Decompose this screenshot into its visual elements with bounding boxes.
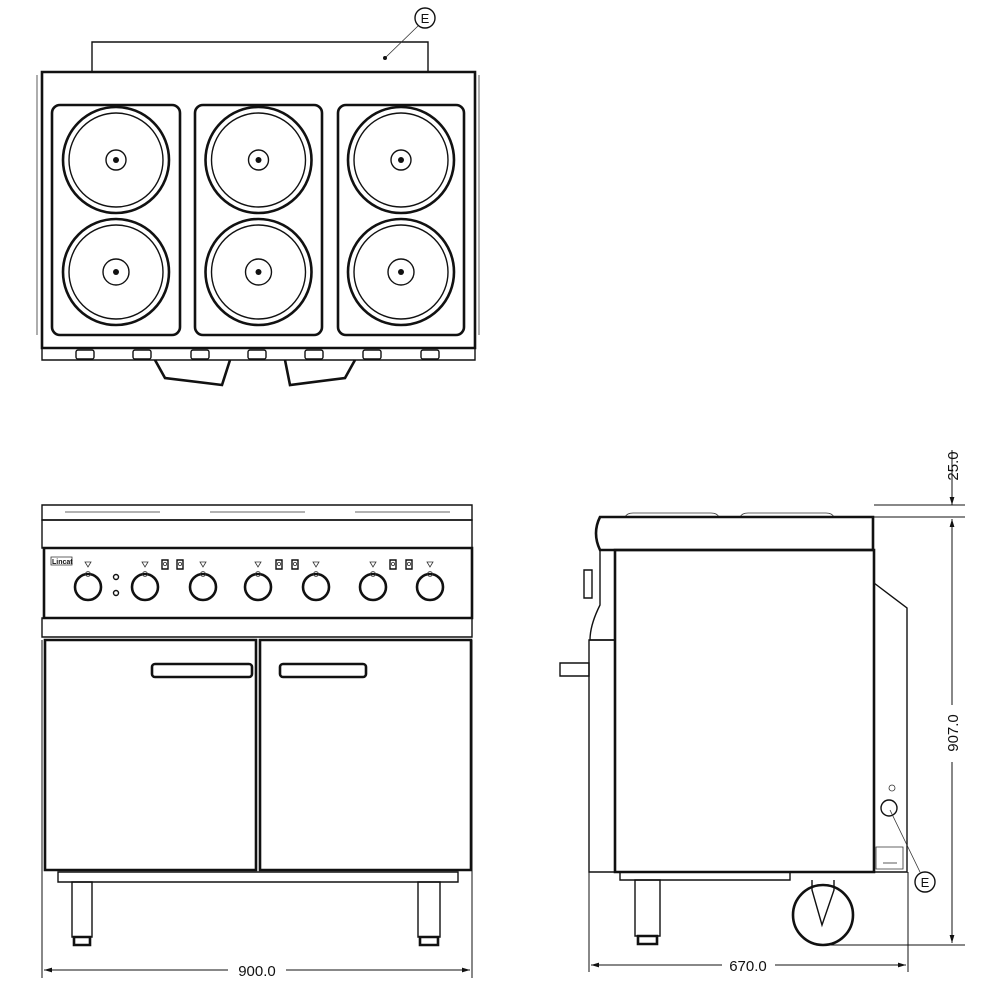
knob-top [133,350,151,359]
hob-panel [52,105,180,335]
hob-panel [338,105,464,335]
knob-top [305,350,323,359]
side-door-handle [560,663,589,676]
knob-top [76,350,94,359]
left-door-handle [152,664,252,677]
front-left-leg [72,882,92,937]
front-right-leg [418,882,440,937]
indicator-switch [390,560,396,569]
knob-top [363,350,381,359]
side-door [589,640,615,872]
right-door-handle [280,664,366,677]
knob-top [248,350,266,359]
indicator-light [114,575,119,580]
hotplate [206,107,312,213]
indicator-switch [276,560,282,569]
indicator-switch [292,560,298,569]
worktop-edge [42,505,472,520]
control-knob[interactable] [417,562,443,600]
depth-dimension-label: 670.0 [729,958,767,975]
callout-label: E [421,11,430,26]
top-view: E [37,8,479,385]
side-body [615,550,874,872]
control-knob[interactable] [190,562,216,600]
right-door [260,640,471,870]
upstand-dimension-label: 25.0 [945,451,962,480]
castor-wheel [793,885,853,945]
control-knob[interactable] [245,562,271,600]
left-door [45,640,256,870]
hotplate [63,219,169,325]
callout-label: E [921,875,930,890]
hotplate [348,107,454,213]
side-knob [584,570,592,598]
control-panel [44,548,472,618]
height-dimension: 907.0 25.0 [830,450,965,945]
indicator-switch [162,560,168,569]
height-dimension-label: 907.0 [945,714,962,752]
width-dimension-label: 900.0 [238,963,276,980]
brand-logo: Lincat [52,559,73,566]
brand-logo-badge [51,557,72,565]
front-view: Lincat 900.0 [42,505,472,980]
callout-e-side: E [890,810,935,892]
knob-top [421,350,439,359]
left-handle [155,360,230,385]
control-knob[interactable] [360,562,386,600]
indicator-switch [177,560,183,569]
side-leg [635,880,660,936]
indicator-switch [406,560,412,569]
right-handle [285,360,355,385]
back-upstand [92,42,428,72]
depth-dimension: 670.0 [589,872,908,975]
hotplate [206,219,312,325]
side-view: E 907.0 25.0 670.0 [560,450,965,975]
control-knob[interactable] [75,562,101,600]
knob-top [191,350,209,359]
indicator-light [114,591,119,596]
control-knob[interactable] [303,562,329,600]
control-knob[interactable] [132,562,158,600]
side-worktop [596,517,873,550]
width-dimension: 900.0 [42,640,472,980]
electrical-inlet [881,800,897,816]
front-rail [42,348,475,360]
callout-e-top: E [383,8,435,60]
hotplate [63,107,169,213]
hob-panel [195,105,322,335]
hotplate [348,219,454,325]
